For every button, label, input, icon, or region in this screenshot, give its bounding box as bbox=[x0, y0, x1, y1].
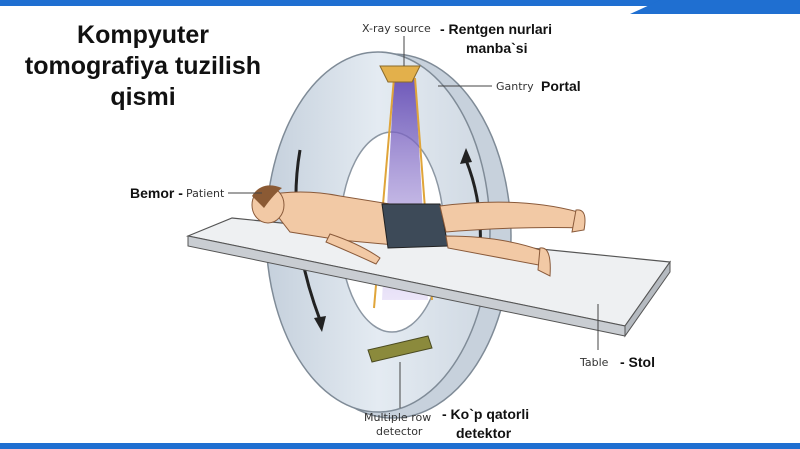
label-detector-en-1: Multiple row bbox=[364, 411, 431, 424]
label-detector-uz-2: detektor bbox=[456, 425, 512, 441]
top-accent-bar bbox=[0, 0, 800, 6]
top-right-accent-tab bbox=[630, 0, 800, 14]
title-line-1: Kompyuter bbox=[77, 21, 209, 49]
title-line-2: tomografiya tuzilish bbox=[24, 52, 262, 80]
label-table-en: Table bbox=[579, 356, 609, 369]
rotation-arrow-left-head bbox=[314, 316, 326, 332]
label-detector-en-2: detector bbox=[376, 425, 423, 438]
patient-foot-lower bbox=[537, 247, 551, 277]
label-patient-en: Patient bbox=[186, 187, 225, 200]
slide-title: Kompyuter tomografiya tuzilish qismi bbox=[8, 20, 278, 113]
label-xray-source-uz-1: - Rentgen nurlari bbox=[440, 21, 552, 37]
patient-table bbox=[185, 217, 672, 338]
label-xray-source-en: X-ray source bbox=[362, 22, 431, 35]
label-gantry-uz: Portal bbox=[541, 78, 581, 94]
label-xray-source-uz-2: manba`si bbox=[466, 40, 527, 56]
patient-figure bbox=[251, 185, 586, 277]
bottom-accent-bar bbox=[0, 443, 800, 449]
patient-shorts bbox=[381, 203, 449, 249]
label-patient-uz: Bemor - bbox=[130, 185, 183, 201]
patient-hair bbox=[252, 185, 282, 208]
patient-arm bbox=[325, 233, 381, 265]
label-gantry-en: Gantry bbox=[496, 80, 534, 93]
label-table-uz: - Stol bbox=[620, 354, 655, 370]
leader-lines bbox=[228, 36, 599, 408]
table-end bbox=[624, 260, 671, 338]
xray-source bbox=[379, 65, 421, 83]
detector bbox=[367, 335, 433, 363]
label-detector-uz-1: - Ko`p qatorli bbox=[442, 406, 529, 422]
patient-leg-upper bbox=[439, 201, 585, 233]
title-line-3: qismi bbox=[110, 83, 176, 111]
patient-foot-upper bbox=[571, 209, 586, 233]
rotation-arrow-right-head bbox=[460, 148, 472, 164]
